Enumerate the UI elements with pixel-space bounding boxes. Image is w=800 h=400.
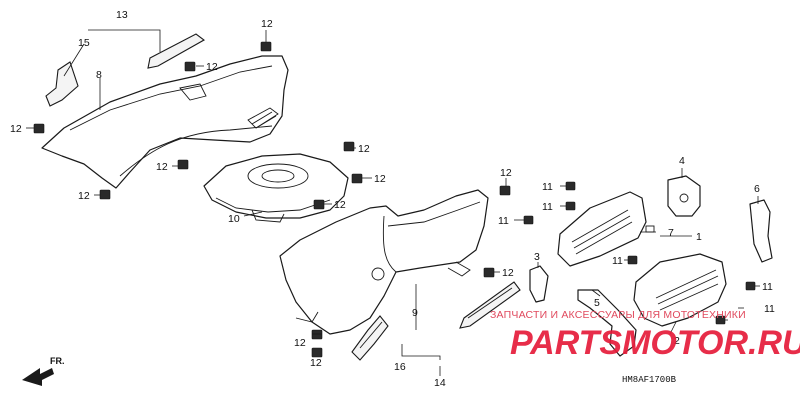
watermark: ЗАПЧАСТИ И АКСЕССУАРЫ ДЛЯ МОТОТЕХНИКИ PA… — [490, 309, 800, 362]
callout-4: 4 — [679, 155, 685, 167]
part-8-vents — [247, 107, 279, 129]
watermark-brand: PARTSMOTOR.RU — [510, 324, 800, 362]
callout-12-d: 12 — [78, 190, 90, 202]
part-9-upper-edge — [387, 201, 481, 227]
part-1-panel — [557, 191, 647, 267]
callout-15: 15 — [78, 37, 90, 49]
part-9-lower-tab — [447, 261, 471, 277]
callout-11-a: 11 — [542, 181, 553, 193]
callout-11-e: 11 — [762, 281, 773, 293]
callout-1: 1 — [696, 231, 702, 243]
part-15-decal — [45, 61, 79, 107]
part-4-hole — [679, 193, 689, 203]
part-8-side-cover — [41, 55, 289, 189]
bolt-11-c — [523, 215, 534, 225]
callout-2: 2 — [674, 335, 680, 347]
bolt-12-h — [313, 199, 325, 210]
callout-12-h: 12 — [334, 199, 346, 211]
callout-6: 6 — [754, 183, 760, 195]
callout-11-f: 11 — [764, 303, 775, 315]
callout-10: 10 — [228, 213, 240, 225]
bolt-12-g — [351, 173, 363, 184]
bolt-11-d — [627, 255, 638, 265]
callout-7: 7 — [668, 227, 674, 239]
part-10-cap-inner — [261, 169, 295, 183]
callout-11-d: 11 — [612, 255, 623, 267]
bolt-12-e — [177, 159, 189, 170]
bolt-12-b — [184, 61, 196, 72]
part-9-seam — [382, 215, 397, 273]
callout-12-j: 12 — [502, 267, 514, 279]
part-8-inner-curve — [119, 125, 273, 177]
part-6-bracket — [749, 199, 773, 263]
part-14-stripe — [467, 287, 513, 319]
callout-12-i: 12 — [500, 167, 512, 179]
part-10-center-cover — [203, 153, 349, 219]
callout-12-f: 12 — [358, 143, 370, 155]
part-10-tab — [251, 209, 285, 223]
front-arrow-label: FR. — [50, 356, 65, 366]
bolt-12-c — [33, 123, 45, 134]
callout-12-e: 12 — [156, 161, 168, 173]
watermark-tagline: ЗАПЧАСТИ И АКСЕССУАРЫ ДЛЯ МОТОТЕХНИКИ — [490, 309, 746, 321]
part-10-cap-ring — [247, 163, 309, 189]
bolt-12-a — [260, 41, 272, 52]
part-10-lower-edge — [215, 197, 331, 213]
bolt-12-l — [311, 347, 323, 358]
bolt-11-a — [565, 181, 576, 191]
front-arrow: FR. — [22, 356, 65, 386]
part-4-bracket — [667, 175, 701, 217]
callout-16: 16 — [394, 361, 406, 373]
part-1-slots — [571, 209, 633, 255]
bolt-12-k — [311, 329, 323, 340]
bolt-12-d — [99, 189, 111, 200]
bolt-12-f — [343, 141, 355, 152]
callout-3: 3 — [534, 251, 540, 263]
part-8-mount-tab — [179, 83, 207, 101]
bolt-12-j — [483, 267, 495, 278]
callout-11-b: 11 — [542, 201, 553, 213]
callout-8: 8 — [96, 69, 102, 81]
part-9-hole — [371, 267, 385, 281]
callout-5: 5 — [594, 297, 600, 309]
part-16-stripe — [359, 321, 383, 349]
part-8-edge-detail — [69, 65, 273, 131]
bolt-11-b — [565, 201, 576, 211]
diagram-code: HM8AF1700B — [622, 375, 677, 385]
part-7-clip — [645, 225, 655, 233]
bolt-11-e — [745, 281, 756, 291]
part-16-decal — [351, 315, 389, 361]
part-5-bracket — [577, 289, 637, 357]
callout-12-b: 12 — [206, 61, 218, 73]
part-9-tab-left — [295, 311, 319, 323]
callout-14: 14 — [434, 377, 446, 389]
callout-labels: 13 15 8 12 12 12 12 12 12 12 12 10 12 12… — [10, 9, 775, 389]
part-14-decal — [459, 281, 521, 329]
part-2-panel — [633, 253, 727, 327]
callout-12-l: 12 — [310, 357, 322, 369]
part-2-slots — [655, 269, 719, 311]
callout-12-g: 12 — [374, 173, 386, 185]
part-3-stay — [529, 265, 549, 303]
front-arrow-icon — [22, 368, 54, 386]
part-13-decal — [147, 33, 206, 69]
bolt-12-i — [499, 185, 511, 196]
callout-11-c: 11 — [498, 215, 509, 227]
callout-12-c: 12 — [10, 123, 22, 135]
callout-12-k: 12 — [294, 337, 306, 349]
callout-13: 13 — [116, 9, 128, 21]
callout-9: 9 — [412, 307, 418, 319]
part-9-main-cover — [279, 189, 489, 335]
callout-12-a: 12 — [261, 18, 273, 30]
leader-lines — [26, 29, 760, 376]
